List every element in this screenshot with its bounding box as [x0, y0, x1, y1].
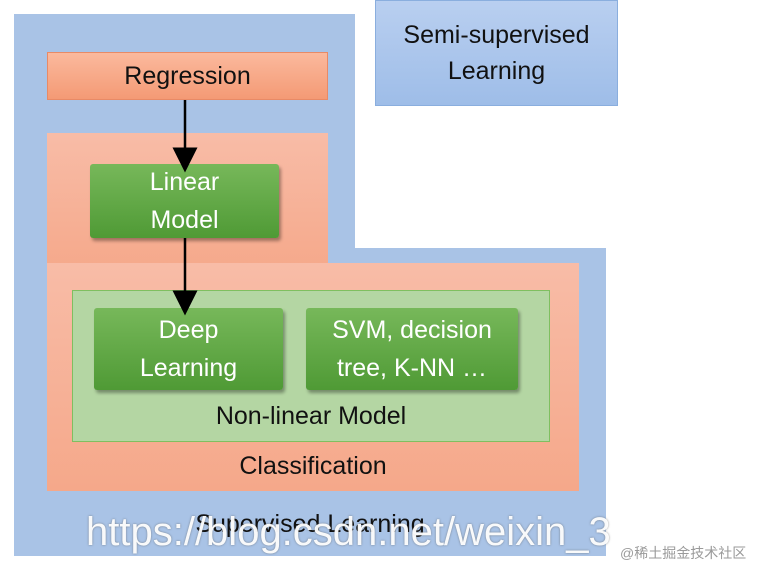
linear-model-box: Linear Model: [90, 164, 279, 238]
deep-learning-box: Deep Learning: [94, 308, 283, 390]
classification-label: Classification: [239, 452, 387, 480]
nonlinear-model-label: Non-linear Model: [215, 402, 407, 430]
site-watermark: @稀土掘金技术社区: [620, 545, 747, 561]
svm-label: SVM, decision tree, K-NN …: [332, 316, 492, 382]
supervised-learning-label: Supervised Learning: [195, 510, 425, 538]
svm-box: SVM, decision tree, K-NN …: [306, 308, 518, 390]
linear-model-label: Linear Model: [149, 168, 220, 234]
regression-box: Regression: [47, 52, 328, 100]
semi-supervised-label: Semi-supervised Learning: [403, 21, 590, 85]
url-watermark: https://blog.csdn.net/weixin_3: [86, 510, 611, 554]
semi-supervised-box: Semi-supervised Learning: [375, 0, 618, 106]
regression-label: Regression: [124, 61, 251, 90]
deep-learning-label: Deep Learning: [139, 316, 238, 382]
